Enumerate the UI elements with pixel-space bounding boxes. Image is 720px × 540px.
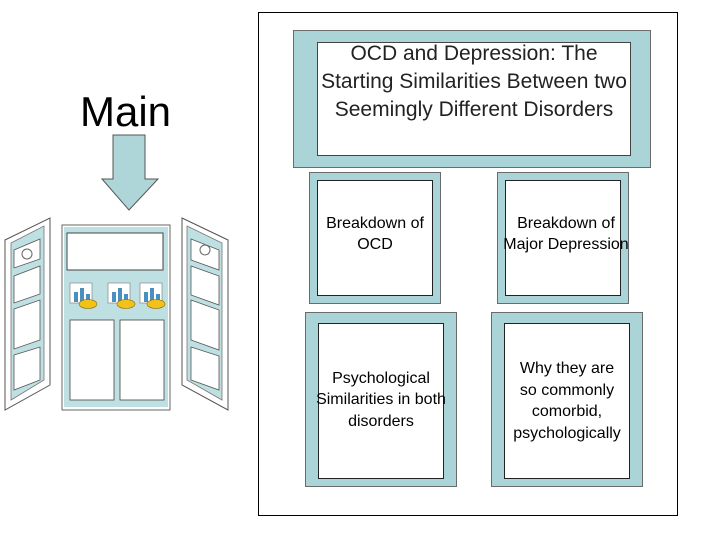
card-depression-box [505,180,621,296]
thumbnail-left-photo-icon [21,248,33,260]
down-arrow-icon [100,134,160,211]
card-ocd-box [317,180,433,296]
thumbnail-right-photo-icon [199,244,211,256]
title-box [317,42,631,156]
poster-title: OCD and Depression: The Starting Similar… [321,42,627,121]
thumbnail-left-wing [4,217,51,411]
thumbnail-right-wing [181,217,229,411]
poster-board [258,12,678,516]
card-comorbid-box [504,323,630,479]
trifold-thumbnail [4,217,229,411]
card-ocd-text: Breakdown of OCD [326,214,424,254]
thumbnail-chart-icon-2 [107,282,136,309]
thumbnail-chart-icon-1 [69,282,98,309]
card-depression-text: Breakdown of Major Depression [503,214,629,254]
thumbnail-center-panel [61,224,171,411]
thumbnail-chart-icon-3 [139,282,166,309]
main-label: Main [80,88,172,135]
card-similarities-box [318,323,444,479]
card-comorbid-text: Why they are so commonly comorbid, psych… [513,360,621,442]
card-similarities-text: Psychological Similarities in both disor… [316,369,446,430]
